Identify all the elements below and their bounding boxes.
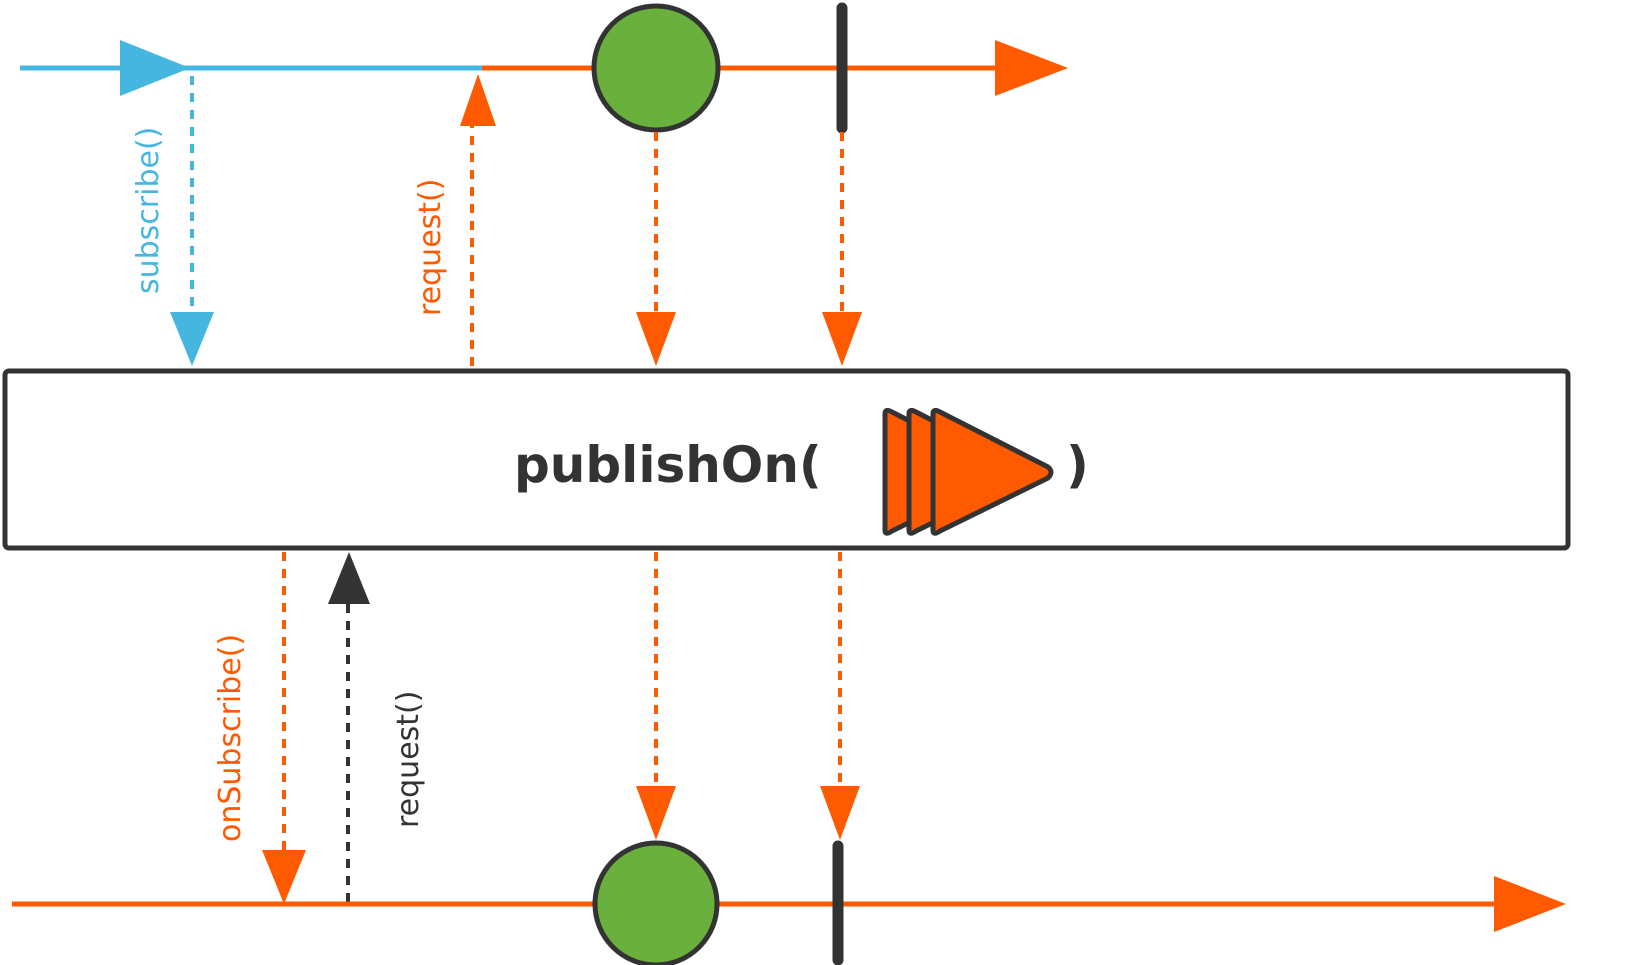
downstream-timeline (12, 840, 1566, 965)
onnext-upstream-arrowhead-icon (636, 312, 676, 366)
request-upstream-label: request() (413, 179, 448, 316)
downstream-value-marble (592, 840, 720, 965)
downstream-signals: onSubscribe() request() (213, 552, 860, 904)
onsubscribe-label: onSubscribe() (213, 634, 248, 842)
upstream-timeline-arrowhead-icon (995, 40, 1068, 96)
request-downstream-label: request() (391, 691, 426, 828)
upstream-subscribe-arrow-icon (120, 40, 190, 96)
oncomplete-upstream-arrowhead-icon (822, 312, 862, 366)
upstream-timeline (20, 2, 1068, 134)
subscribe-signal-arrowhead-icon (170, 312, 214, 366)
upstream-value-marble (591, 3, 721, 133)
operator-close-paren: ) (1066, 436, 1089, 494)
operator-name: publishOn( (514, 436, 822, 494)
oncomplete-downstream-arrowhead-icon (820, 786, 860, 840)
request-downstream-arrowhead-icon (328, 552, 370, 604)
onnext-downstream-arrowhead-icon (636, 786, 676, 840)
upstream-signals: subscribe() request() (131, 74, 862, 366)
onsubscribe-arrowhead-icon (262, 850, 306, 904)
downstream-timeline-arrowhead-icon (1494, 876, 1566, 932)
operator-box: publishOn( ) (2, 368, 1571, 551)
scheduler-triple-arrow-icon (882, 407, 1054, 536)
operator-box-frame (2, 368, 1571, 551)
request-upstream-arrowhead-icon (460, 74, 496, 126)
subscribe-label: subscribe() (131, 127, 166, 294)
